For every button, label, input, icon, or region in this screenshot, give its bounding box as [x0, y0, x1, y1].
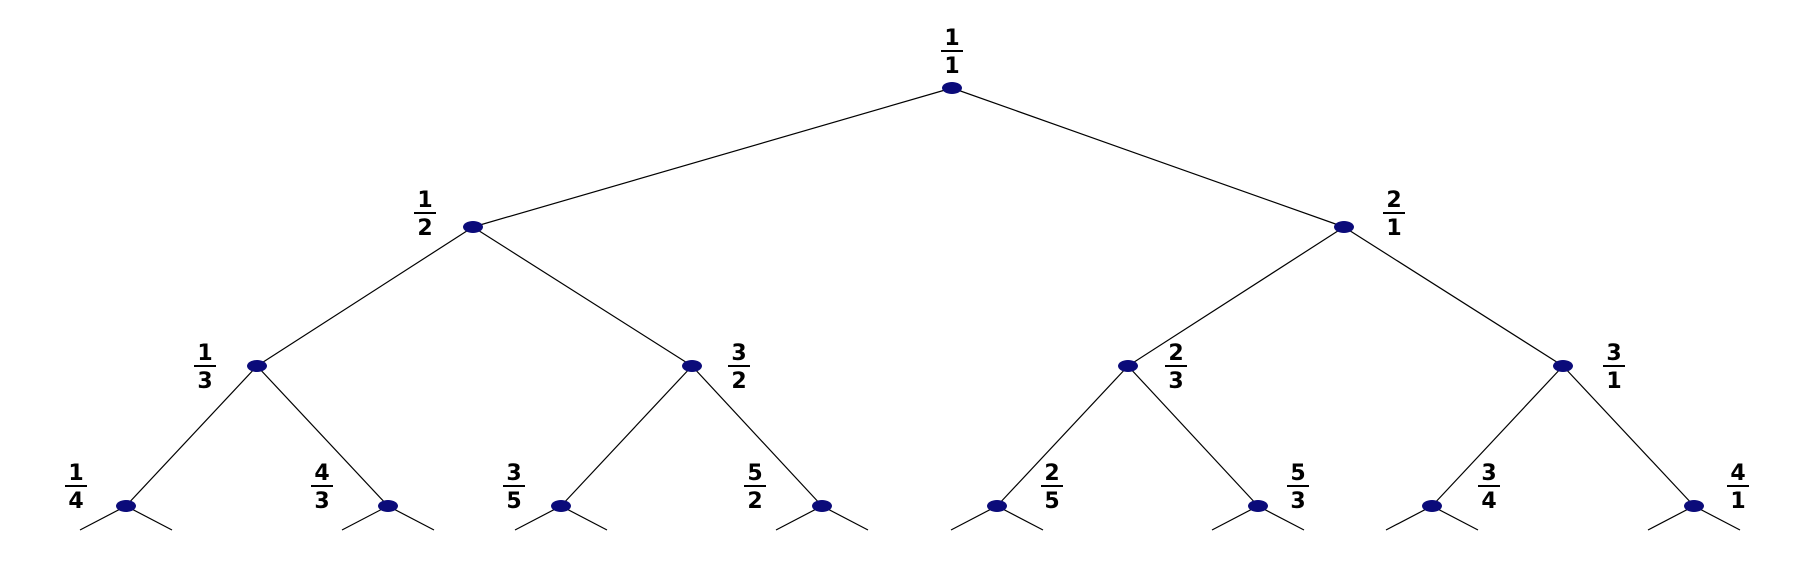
edge-1-1-to-2-1	[951, 87, 1345, 228]
edge-1-3-to-4-3	[256, 365, 389, 507]
fraction-denominator: 5	[1044, 489, 1059, 514]
tree-nodes	[116, 82, 1704, 512]
node-2-5	[987, 500, 1007, 512]
fraction-denominator: 2	[731, 369, 746, 394]
fraction-label-1-1: 1 1	[941, 26, 963, 79]
node-3-2	[682, 360, 702, 372]
fraction-denominator: 3	[1290, 489, 1305, 514]
fraction-denominator: 1	[944, 54, 959, 79]
stub-5-3-left	[1211, 505, 1259, 531]
edge-1-2-to-3-2	[472, 226, 693, 367]
fraction-denominator: 2	[747, 489, 762, 514]
edge-3-1-to-4-1	[1562, 365, 1695, 507]
fraction-label-2-3: 2 3	[1165, 341, 1187, 394]
node-4-3	[378, 500, 398, 512]
fraction-numerator: 3	[731, 341, 746, 366]
stub-4-3-right	[387, 505, 435, 531]
fraction-label-5-3: 5 3	[1287, 461, 1309, 514]
edge-1-1-to-1-2	[472, 87, 953, 228]
stub-1-4-right	[125, 505, 173, 531]
stub-2-5-right	[996, 505, 1044, 531]
node-1-2	[463, 221, 483, 233]
node-3-4	[1422, 500, 1442, 512]
stub-4-3-left	[341, 505, 389, 531]
fraction-label-4-3: 4 3	[311, 461, 333, 514]
fraction-denominator: 3	[1168, 369, 1183, 394]
stub-3-4-left	[1385, 505, 1433, 531]
fraction-label-3-1: 3 1	[1603, 341, 1625, 394]
fraction-denominator: 3	[314, 489, 329, 514]
fraction-denominator: 4	[1481, 489, 1496, 514]
fraction-numerator: 3	[506, 461, 521, 486]
fraction-denominator: 5	[506, 489, 521, 514]
stub-1-4-left	[79, 505, 127, 531]
node-1-3	[247, 360, 267, 372]
fraction-numerator: 3	[1481, 461, 1496, 486]
fraction-numerator: 3	[1606, 341, 1621, 366]
edge-2-3-to-5-3	[1127, 365, 1259, 507]
node-5-3	[1248, 500, 1268, 512]
edge-2-1-to-2-3	[1127, 226, 1345, 367]
fraction-numerator: 1	[197, 341, 212, 366]
edge-2-3-to-2-5	[996, 365, 1129, 507]
node-4-1	[1684, 500, 1704, 512]
fraction-numerator: 4	[1730, 461, 1745, 486]
stub-5-2-right	[821, 505, 869, 531]
stub-3-5-left	[514, 505, 562, 531]
tree-edges	[79, 87, 1741, 531]
fraction-label-2-5: 2 5	[1041, 461, 1063, 514]
fraction-numerator: 2	[1386, 188, 1401, 213]
fraction-numerator: 5	[747, 461, 762, 486]
edge-1-2-to-1-3	[256, 226, 474, 367]
fraction-label-2-1: 2 1	[1383, 188, 1405, 241]
edge-3-2-to-3-5	[560, 365, 693, 507]
fraction-denominator: 2	[417, 216, 432, 241]
fraction-numerator: 2	[1044, 461, 1059, 486]
fraction-label-3-2: 3 2	[728, 341, 750, 394]
fraction-label-4-1: 4 1	[1727, 461, 1749, 514]
stub-5-3-right	[1257, 505, 1305, 531]
fraction-numerator: 5	[1290, 461, 1305, 486]
stub-3-4-right	[1431, 505, 1479, 531]
stub-4-1-right	[1693, 505, 1741, 531]
node-2-3	[1118, 360, 1138, 372]
fraction-numerator: 4	[314, 461, 329, 486]
fraction-denominator: 1	[1606, 369, 1621, 394]
stub-3-5-right	[560, 505, 608, 531]
node-2-1	[1334, 221, 1354, 233]
fraction-label-1-2: 1 2	[414, 188, 436, 241]
fraction-labels: 1 1 1 2 2 1 1 3 3 2 2 3 3	[65, 26, 1749, 514]
fraction-denominator: 1	[1386, 216, 1401, 241]
stub-5-2-left	[775, 505, 823, 531]
edge-2-1-to-3-1	[1343, 226, 1564, 367]
edge-1-3-to-1-4	[125, 365, 258, 507]
stub-4-1-left	[1647, 505, 1695, 531]
edge-3-2-to-5-2	[691, 365, 823, 507]
node-5-2	[812, 500, 832, 512]
fraction-label-1-3: 1 3	[194, 341, 216, 394]
fraction-numerator: 1	[944, 26, 959, 51]
fraction-label-3-4: 3 4	[1478, 461, 1500, 514]
node-3-1	[1553, 360, 1573, 372]
fraction-label-5-2: 5 2	[744, 461, 766, 514]
fraction-denominator: 3	[197, 369, 212, 394]
stub-2-5-left	[950, 505, 998, 531]
node-3-5	[551, 500, 571, 512]
fraction-numerator: 1	[417, 188, 432, 213]
fraction-numerator: 2	[1168, 341, 1183, 366]
edge-3-1-to-3-4	[1431, 365, 1564, 507]
fraction-denominator: 1	[1730, 489, 1745, 514]
node-1-1	[942, 82, 962, 94]
fraction-label-1-4: 1 4	[65, 461, 87, 514]
fraction-denominator: 4	[68, 489, 83, 514]
fraction-label-3-5: 3 5	[503, 461, 525, 514]
fraction-numerator: 1	[68, 461, 83, 486]
node-1-4	[116, 500, 136, 512]
